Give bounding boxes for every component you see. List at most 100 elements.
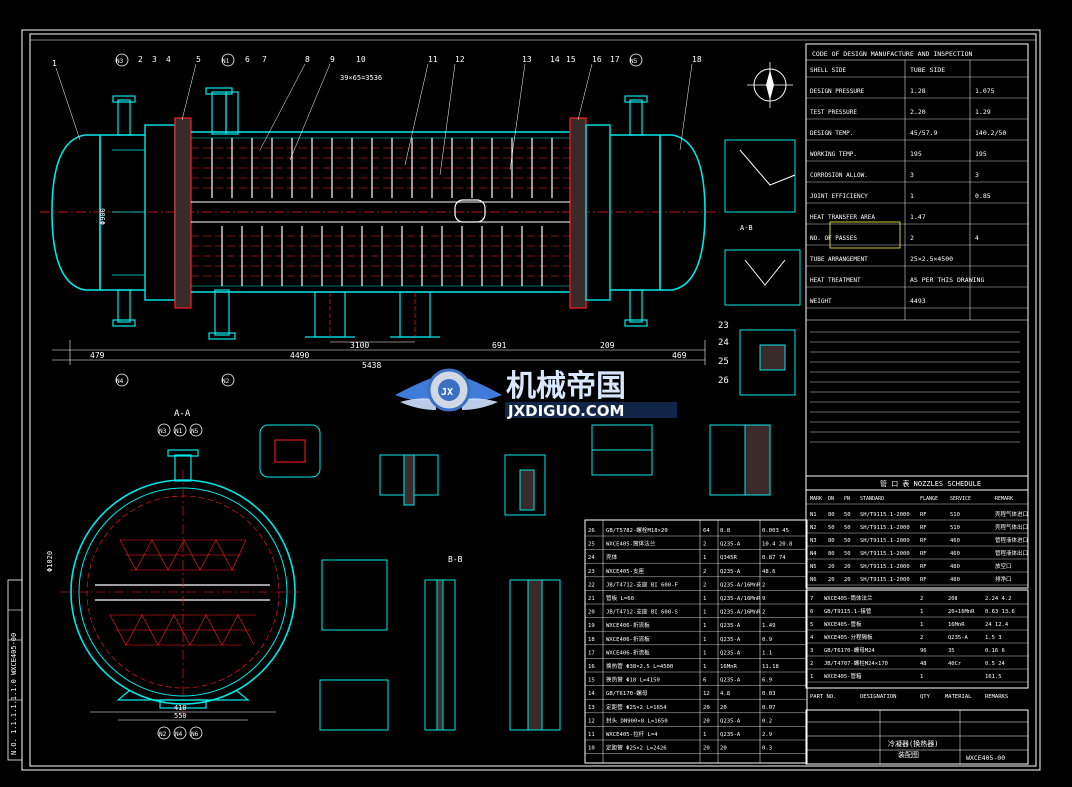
- part-cell: 19: [588, 623, 595, 629]
- part-cell: Q235-A: [720, 718, 741, 724]
- subpart-cell: JB/T4707-螺柱M24×170: [824, 659, 888, 667]
- nozzle-cell: 50: [828, 525, 835, 531]
- strip-text: N.O. 1.1.1.1.1.1.0 WXCE405-00: [10, 633, 18, 755]
- part-cell: Q235-A/16MnR: [720, 610, 761, 616]
- part-cell: Q235-A: [720, 637, 741, 643]
- outer-frame: [21, 29, 1041, 771]
- svg-text:2: 2: [138, 55, 143, 64]
- part-cell: 16MnR: [720, 664, 737, 670]
- svg-text:410: 410: [174, 704, 187, 712]
- nozzle-header-cell: MARK: [810, 496, 822, 502]
- nozzle-header-cell: REMARK: [995, 496, 1013, 502]
- part-cell: WXCE406-折流板: [606, 621, 650, 629]
- subpart-cell: 2.24 4.2: [985, 596, 1012, 602]
- part-cell: 1: [703, 650, 706, 656]
- svg-text:17: 17: [610, 55, 620, 64]
- part-cell: Q235-A/16MnR: [720, 596, 761, 602]
- part-cell: 1: [703, 664, 706, 670]
- part-cell: 20: [588, 610, 595, 616]
- dim-left-pitch: 479: [90, 351, 105, 360]
- subpart-cell: 2: [920, 635, 923, 641]
- svg-text:N3: N3: [116, 58, 124, 65]
- orientation-symbol: [747, 62, 793, 108]
- subpart-cell: WXCE405-分程隔板: [824, 633, 873, 641]
- subpart-cell: 20Ⅱ: [948, 596, 958, 602]
- tech-row-value-a: 1.47: [910, 213, 926, 221]
- nozzle-cell: SH/T9115.1-2000: [860, 564, 910, 570]
- part-cell: JB/T4712-支座 BI 600-S: [606, 608, 678, 616]
- part-cell: 定距管 Φ25×2 L=1654: [606, 703, 667, 711]
- tech-row-value-a: 3: [910, 171, 914, 179]
- nozzle-cell: SH/T9115.1-2000: [860, 577, 910, 583]
- nozzle-cell: 480: [950, 564, 960, 570]
- nozzle-cell: 管程液体进口: [995, 536, 1028, 544]
- part-cell: 15: [588, 678, 595, 684]
- nozzle-cell: 放空口: [995, 562, 1012, 570]
- subpart-cell: 4: [810, 635, 814, 641]
- tech-title: CODE OF DESIGN MANUFACTURE AND INSPECTIO…: [812, 50, 973, 58]
- nozzle-cell: 壳程气体出口: [995, 523, 1028, 531]
- tech-row-value-a: 45/57.9: [910, 129, 937, 137]
- title-block: 冷凝器(换热器) 装配图 WXCE405-00: [805, 709, 1029, 765]
- subpart-cell: 6: [810, 609, 813, 615]
- part-cell: 0.87 74: [762, 555, 786, 561]
- part-cell: 1: [703, 637, 706, 643]
- svg-text:7: 7: [262, 55, 267, 64]
- tech-row-label: WEIGHT: [810, 298, 832, 305]
- subpart-cell: 2: [920, 596, 923, 602]
- subpart-cell: 1: [810, 674, 813, 680]
- subpart-cell: Q235-A: [948, 635, 969, 641]
- tech-row-value-a: 2: [910, 234, 914, 242]
- nozzle-header-cell: STANDARD: [860, 496, 884, 502]
- nozzle-cell: 460: [950, 551, 960, 557]
- part-cell: 6.9: [762, 678, 772, 684]
- part-cell: 26: [588, 528, 595, 534]
- tech-row-value-b: 140.2/50: [975, 129, 1006, 137]
- part-cell: 1: [703, 732, 706, 738]
- part-cell: Q235-A: [720, 678, 741, 684]
- vessel-main-view: 4490 5438 479 469 3100 209 691 39×65=353…: [40, 53, 720, 387]
- part-cell: 11.18: [762, 664, 779, 670]
- subpart-cell: 0.63 13.6: [985, 609, 1015, 615]
- nozzle-cell: N5: [810, 564, 817, 570]
- svg-text:550: 550: [174, 712, 187, 720]
- part-cell: 0.03: [762, 691, 775, 697]
- part-cell: 16: [588, 664, 595, 670]
- nozzle-cell: SH/T9115.1-2000: [860, 538, 910, 544]
- svg-text:N4: N4: [116, 378, 124, 385]
- subpart-header-cell: QTY: [920, 694, 931, 700]
- part-cell: 14: [588, 691, 595, 697]
- nozzle-cell: 排净口: [995, 575, 1012, 583]
- title-sub: 装配图: [898, 750, 919, 759]
- part-cell: Q235-A: [720, 569, 741, 575]
- svg-text:N6: N6: [191, 731, 199, 738]
- svg-text:23: 23: [718, 321, 729, 331]
- part-cell: Q235-A: [720, 542, 741, 548]
- tech-row-value-a: 2.20: [910, 108, 926, 116]
- tech-row-label: CORROSION ALLOW.: [810, 172, 868, 179]
- nozzle-cell: 80: [828, 551, 835, 557]
- part-cell: 12: [588, 718, 595, 724]
- svg-text:3: 3: [152, 55, 157, 64]
- nozzle-cell: 50: [844, 512, 851, 518]
- subpart-cell: 35: [948, 648, 955, 654]
- dim-691: 691: [492, 341, 507, 350]
- inner-frame: [29, 33, 1037, 767]
- part-cell: Q235-A/16MnR: [720, 582, 761, 588]
- tech-row-label: DESIGN TEMP.: [810, 130, 853, 137]
- nozzle-cell: RF: [920, 538, 927, 544]
- svg-text:9: 9: [330, 55, 335, 64]
- part-cell: Q235-A: [720, 623, 741, 629]
- svg-text:24: 24: [718, 338, 729, 348]
- part-cell: 20: [720, 746, 727, 752]
- part-cell: 0.07: [762, 705, 775, 711]
- nozzle-cell: 20: [828, 564, 835, 570]
- part-cell: 6: [703, 678, 706, 684]
- nozzle-header-cell: PN: [844, 496, 850, 502]
- svg-text:N1: N1: [222, 58, 230, 65]
- nozzle-cell: RF: [920, 577, 927, 583]
- bottom-nozzles: [112, 289, 648, 340]
- nozzle-header-cell: DN: [828, 496, 834, 502]
- nozzle-cell: 20: [844, 577, 851, 583]
